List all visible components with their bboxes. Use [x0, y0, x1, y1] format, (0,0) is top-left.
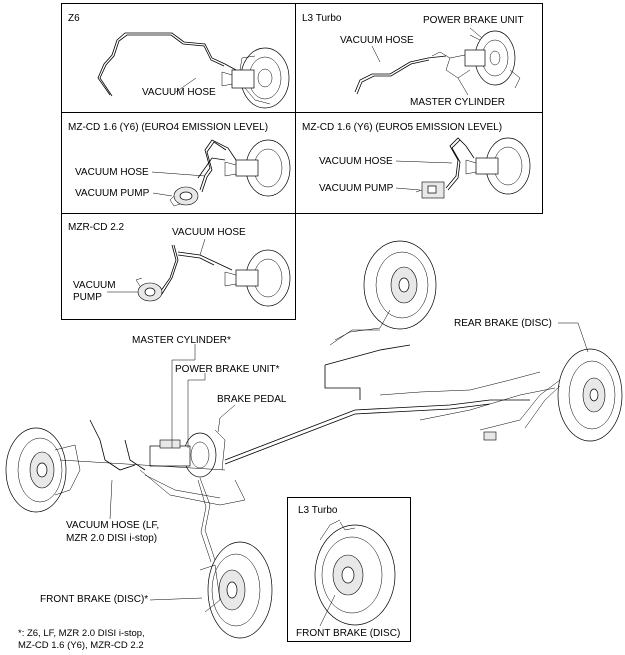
brake-pedal-label: BRAKE PEDAL	[217, 394, 287, 405]
mzrcd-booster-drawing	[224, 249, 291, 307]
euro4-vacuum-pump-label: VACUUM PUMP	[75, 188, 150, 199]
master-cylinder-label: MASTER CYLINDER*	[132, 335, 231, 346]
euro4-booster-drawing	[224, 139, 291, 197]
rear-left-wheel-drawing	[334, 240, 437, 341]
l3-booster-drawing	[431, 30, 521, 89]
panel-mzcd-euro4-title: MZ-CD 1.6 (Y6) (EURO4 EMISSION LEVEL)	[68, 122, 269, 133]
euro4-vacuum-hose-label: VACUUM HOSE	[75, 167, 149, 178]
footnote-line1: *: Z6, LF, MZR 2.0 DISI i-stop,	[18, 628, 145, 639]
panel-l3-turbo-title: L3 Turbo	[302, 13, 342, 24]
z6-vacuum-hose-line	[97, 32, 237, 96]
panel-mzrcd-title: MZR-CD 2.2	[68, 222, 125, 233]
power-brake-unit-label: POWER BRAKE UNIT*	[175, 364, 280, 375]
panel-l3-turbo-front-title: L3 Turbo	[298, 505, 338, 516]
euro5-vacuum-pump-label: VACUUM PUMP	[319, 183, 394, 194]
l3-front-brake-drawing	[314, 519, 396, 626]
footnote-line2: MZ-CD 1.6 (Y6), MZR-CD 2.2	[18, 640, 144, 651]
l3-power-brake-unit-label: POWER BRAKE UNIT	[423, 15, 524, 26]
mzrcd-vacuum-hose-label: VACUUM HOSE	[172, 227, 246, 238]
z6-booster-drawing	[221, 47, 290, 109]
l3-master-cylinder-label: MASTER CYLINDER	[410, 97, 506, 108]
rear-brake-label: REAR BRAKE (DISC)	[454, 318, 552, 329]
vacuum-hose-lf-label-line1: VACUUM HOSE (LF,	[66, 520, 160, 531]
panel-mzcd-euro5-title: MZ-CD 1.6 (Y6) (EURO5 EMISSION LEVEL)	[302, 122, 503, 133]
mzrcd-vacuum-pump-label-line2: PUMP	[73, 292, 102, 303]
left-front-wheel-drawing	[5, 427, 81, 513]
panel-z6-title: Z6	[68, 13, 80, 24]
mzrcd-vacuum-pump-drawing	[135, 277, 163, 302]
euro4-vacuum-pump-drawing	[169, 186, 199, 207]
vacuum-hose-lf-label-line2: MZR 2.0 DISI i-stop)	[66, 533, 158, 544]
main-booster-drawing	[139, 429, 246, 563]
rear-right-wheel-drawing	[479, 348, 623, 442]
l3-vacuum-hose-line	[354, 55, 447, 93]
right-front-wheel-drawing	[199, 541, 273, 639]
l3-vacuum-hose-label: VACUUM HOSE	[340, 35, 414, 46]
z6-vacuum-hose-label: VACUUM HOSE	[142, 87, 216, 98]
euro5-vacuum-pump-drawing	[415, 181, 445, 199]
mzrcd-vacuum-pump-label-line1: VACUUM	[73, 280, 116, 291]
euro5-booster-drawing	[465, 137, 531, 195]
l3-front-brake-label: FRONT BRAKE (DISC)	[296, 628, 401, 639]
euro5-vacuum-hose-label: VACUUM HOSE	[319, 156, 393, 167]
front-brake-label: FRONT BRAKE (DISC)*	[40, 594, 149, 605]
